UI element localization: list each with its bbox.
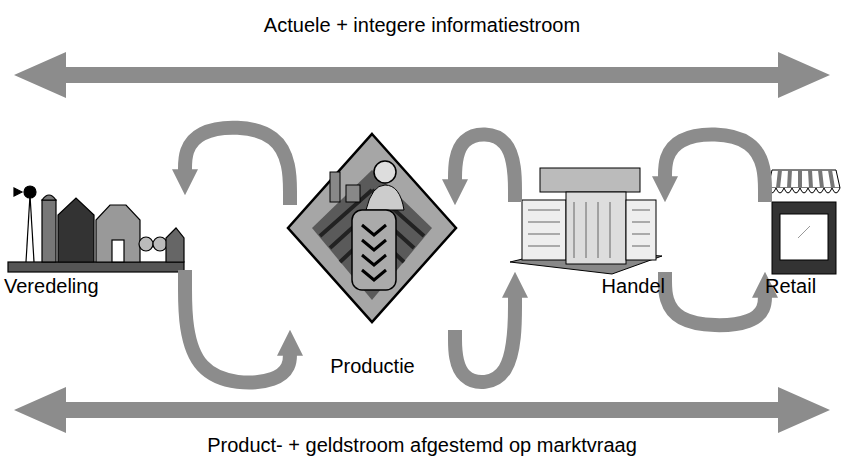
warehouse-icon (510, 168, 662, 274)
stage-label: Handel (602, 275, 665, 298)
information-flow-arrow (14, 52, 830, 98)
stage-node: Retail (765, 160, 840, 300)
barn (96, 205, 140, 262)
curved-flow-arrow (665, 272, 765, 325)
product-flow-arrow (14, 387, 830, 433)
tree (153, 237, 167, 251)
silo-top (42, 195, 56, 200)
tractor (352, 210, 396, 290)
farm-icon (8, 186, 184, 272)
flow-label: Product- + geldstroom afgestemd op markt… (0, 434, 844, 457)
shop-window (780, 214, 828, 260)
house (166, 228, 184, 262)
windmill-leg (30, 195, 34, 262)
stage-node: Veredeling (4, 150, 185, 300)
building-wing (626, 200, 656, 260)
farm-ground (8, 262, 184, 272)
tractor-tread (362, 225, 386, 280)
windmill-wheel (24, 186, 36, 198)
curved-flow-arrow (185, 128, 290, 205)
awning-stripes (778, 170, 833, 188)
shop-icon (768, 170, 840, 274)
silo (42, 200, 56, 262)
windmill-vane (14, 188, 22, 196)
awning-scallop (768, 188, 840, 193)
building-center (566, 192, 626, 264)
farmer-diamond-icon (288, 134, 456, 322)
farmer-head (374, 161, 396, 183)
farmer-body (366, 185, 404, 210)
stage-label: Veredeling (4, 275, 99, 298)
barn-door (112, 240, 124, 262)
stage-label: Productie (290, 355, 455, 378)
curved-flow-arrow (455, 290, 515, 382)
building-wing (522, 200, 566, 260)
tree (139, 237, 153, 251)
stage-node: Productie (290, 130, 455, 380)
diamond-outline (288, 134, 456, 322)
curved-flow-arrow (665, 135, 765, 202)
curved-flow-arrow (185, 270, 290, 382)
windmill-leg (26, 195, 30, 262)
awning (768, 170, 840, 188)
barn (58, 198, 94, 262)
shop-body (772, 202, 836, 274)
roof-sign (540, 168, 640, 192)
field (312, 170, 432, 300)
window-glare (798, 226, 810, 238)
stage-label: Retail (765, 275, 816, 298)
curved-flow-arrow (455, 135, 515, 202)
barn (346, 185, 360, 202)
flow-label: Actuele + integere informatiestroom (0, 14, 844, 37)
building-windows (528, 202, 650, 258)
stage-node: Handel (515, 160, 665, 300)
silo (330, 172, 340, 202)
